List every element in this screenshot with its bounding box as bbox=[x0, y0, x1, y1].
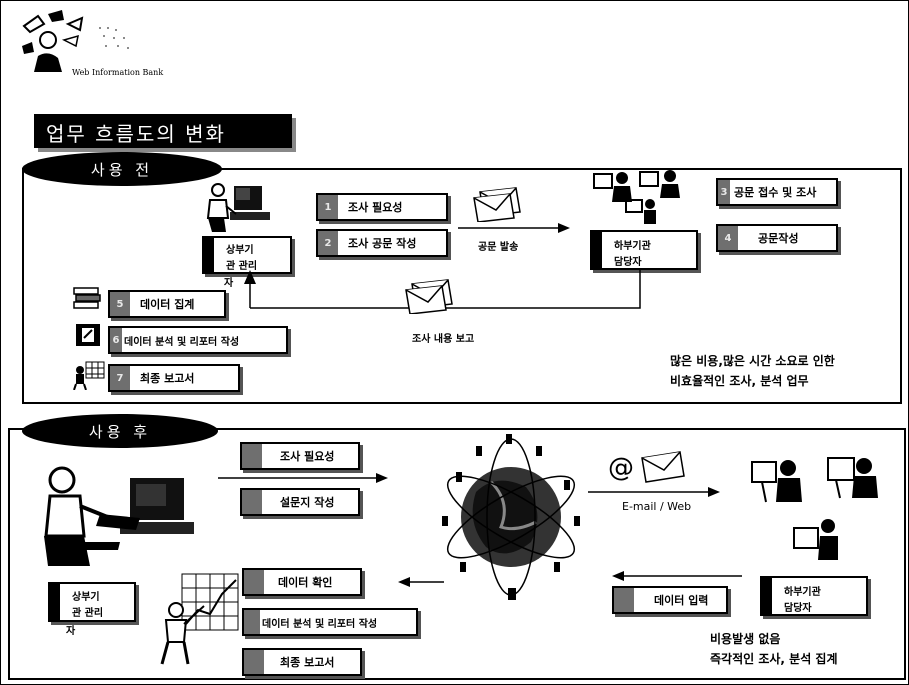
after-label: 사용 후 bbox=[22, 414, 218, 448]
before-panel bbox=[22, 168, 902, 404]
manager-workstation-icon bbox=[40, 458, 196, 572]
before-step-2: 2 조사 공문 작성 bbox=[316, 229, 448, 257]
after-send-arrow bbox=[218, 473, 388, 483]
before-agency-box: 하부기관 담당자 bbox=[590, 230, 698, 270]
after-note-2: 즉각적인 조사, 분석 집계 bbox=[710, 652, 838, 666]
chart-reader-icon bbox=[74, 322, 102, 352]
before-label: 사용 전 bbox=[22, 152, 222, 186]
after-step-survey-need: 조사 필요성 bbox=[240, 442, 360, 470]
after-agency-box: 하부기관 담당자 bbox=[760, 576, 868, 616]
send-arrow bbox=[458, 223, 570, 233]
before-step-6: 6 데이터 분석 및 리포터 작성 bbox=[108, 326, 288, 354]
after-step-data-check: 데이터 확인 bbox=[242, 568, 362, 596]
after-step-questionnaire: 설문지 작성 bbox=[240, 488, 360, 516]
before-step-7: 7 최종 보고서 bbox=[108, 364, 240, 392]
logo-text: Web Information Bank bbox=[72, 68, 164, 77]
after-step-final-report: 최종 보고서 bbox=[242, 648, 362, 676]
before-manager-overflow: 자 bbox=[224, 278, 234, 289]
email-at-icon: @ bbox=[606, 448, 692, 492]
office-workers-icon bbox=[590, 168, 686, 230]
after-office-workers-icon bbox=[744, 448, 884, 572]
after-step-analysis-report: 데이터 분석 및 리포터 작성 bbox=[242, 608, 418, 636]
logo-dots bbox=[96, 24, 136, 54]
chart-presenter-icon bbox=[72, 360, 106, 394]
logo: Web Information Bank bbox=[18, 6, 163, 78]
before-step-1: 1 조사 필요성 bbox=[316, 193, 448, 221]
after-panel bbox=[8, 428, 906, 680]
after-manager-box: 상부기 관 관리 bbox=[48, 582, 136, 622]
email-arrow bbox=[588, 487, 720, 497]
report-label: 조사 내용 보고 bbox=[412, 334, 475, 345]
books-icon bbox=[72, 286, 102, 316]
before-note-1: 많은 비용,많은 시간 소요로 인한 bbox=[670, 354, 835, 368]
before-note-2: 비효율적인 조사, 분석 업무 bbox=[670, 374, 809, 388]
computer-user-icon bbox=[204, 178, 278, 240]
report-arrow bbox=[244, 270, 641, 309]
before-step-3: 3 공문 접수 및 조사 bbox=[716, 178, 838, 206]
globe-network-icon bbox=[436, 432, 586, 606]
svg-text:@: @ bbox=[608, 453, 634, 483]
after-step-data-entry: 데이터 입력 bbox=[612, 586, 728, 614]
before-manager-box: 상부기 관 관리 bbox=[202, 236, 292, 274]
envelope-icon bbox=[472, 186, 526, 226]
report-envelope-icon bbox=[404, 278, 458, 318]
email-label: E-mail / Web bbox=[622, 500, 692, 513]
before-step-5: 5 데이터 집계 bbox=[108, 290, 226, 318]
chart-presenter-large-icon bbox=[158, 570, 244, 670]
logo-figure-icon bbox=[22, 10, 84, 72]
before-step-4: 4 공문작성 bbox=[716, 224, 838, 252]
page-title: 업무 흐름도의 변화 bbox=[34, 114, 292, 148]
data-return-arrow bbox=[612, 571, 742, 581]
after-note-1: 비용발생 없음 bbox=[710, 632, 781, 646]
page-title-text: 업무 흐름도의 변화 bbox=[46, 122, 226, 146]
send-label: 공문 발송 bbox=[478, 242, 519, 253]
after-manager-overflow: 자 bbox=[66, 626, 76, 637]
globe-return-arrow bbox=[398, 577, 444, 587]
